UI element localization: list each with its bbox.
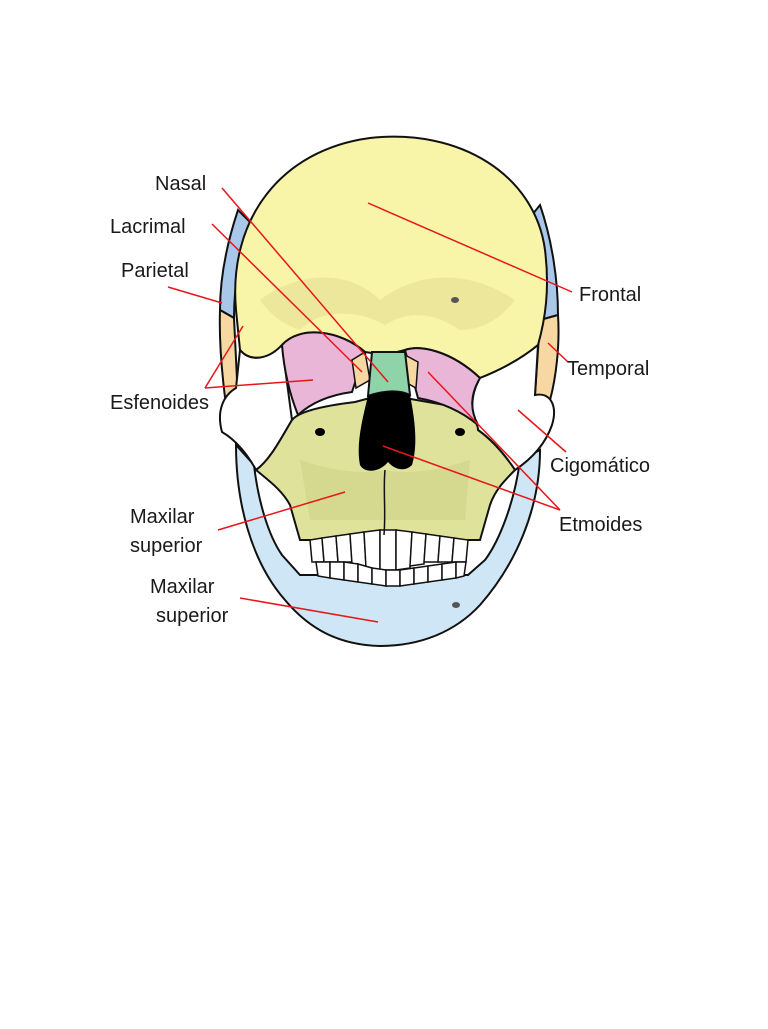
label-parietal: Parietal — [121, 260, 189, 282]
frontal-shading — [260, 277, 515, 330]
leader-etmoides-a — [427, 371, 561, 511]
label-temporal: Temporal — [567, 358, 650, 380]
label-maxilar-superior-1: Maxilar superior — [130, 503, 202, 561]
label-frontal: Frontal — [579, 284, 642, 306]
leader-esfenoides-b — [204, 379, 314, 389]
leader-temporal — [547, 342, 569, 363]
orbit-left — [280, 331, 367, 417]
leader-nasal — [221, 187, 389, 383]
label-lacrimal: Lacrimal — [110, 216, 186, 238]
label-nasal: Nasal — [155, 173, 207, 195]
label-maxilar-superior-2: Maxilar superior — [150, 573, 228, 631]
upper-teeth — [309, 529, 469, 571]
label-cigomatico: Cigomático — [550, 455, 651, 477]
leader-maxilar-superior-1 — [217, 491, 346, 531]
leader-lines — [167, 187, 573, 623]
mental-foramen-right — [452, 602, 460, 608]
leader-cigomatico — [517, 409, 567, 453]
nasal-bone — [366, 351, 412, 398]
maxilla-suture — [383, 469, 386, 536]
leader-parietal — [167, 286, 223, 304]
leader-maxilar-superior-2 — [239, 597, 379, 623]
nasal-cavity — [358, 391, 416, 471]
label-maxilar-superior-1-line2: superior — [130, 535, 203, 557]
leader-frontal — [367, 202, 573, 293]
label-maxilar-superior-1-line1: Maxilar — [130, 506, 195, 528]
label-maxilar-superior-2-line2: superior — [156, 605, 229, 627]
label-esfenoides: Esfenoides — [110, 392, 209, 414]
leader-esfenoides-a — [204, 325, 244, 389]
label-maxilar-superior-2-line1: Maxilar — [150, 576, 215, 598]
infraorbital-foramen-left — [315, 428, 325, 436]
infraorbital-foramen-right — [455, 428, 465, 436]
supraorbital-notch-right — [451, 297, 459, 303]
lower-teeth — [315, 561, 467, 587]
leader-lacrimal — [211, 223, 363, 373]
label-etmoides: Etmoides — [559, 514, 643, 536]
leader-etmoides-b — [382, 445, 561, 511]
